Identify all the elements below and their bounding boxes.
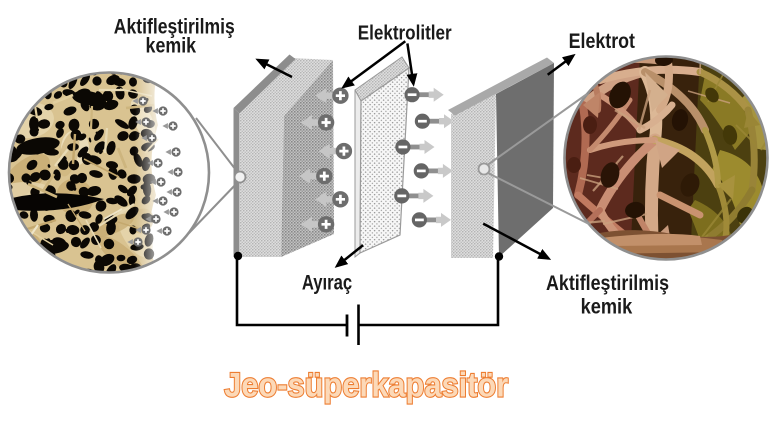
svg-text:Jeo-süperkapasitör: Jeo-süperkapasitör (224, 367, 508, 405)
svg-text:Elektrolitler: Elektrolitler (358, 22, 452, 44)
svg-text:Elektrot: Elektrot (569, 30, 635, 53)
svg-text:Aktifleştirilmiş: Aktifleştirilmiş (546, 272, 669, 295)
svg-text:kemik: kemik (146, 34, 197, 57)
svg-text:Ayıraç: Ayıraç (302, 272, 353, 295)
svg-text:kemik: kemik (581, 296, 633, 319)
svg-text:Aktifleştirilmiş: Aktifleştirilmiş (114, 16, 235, 39)
